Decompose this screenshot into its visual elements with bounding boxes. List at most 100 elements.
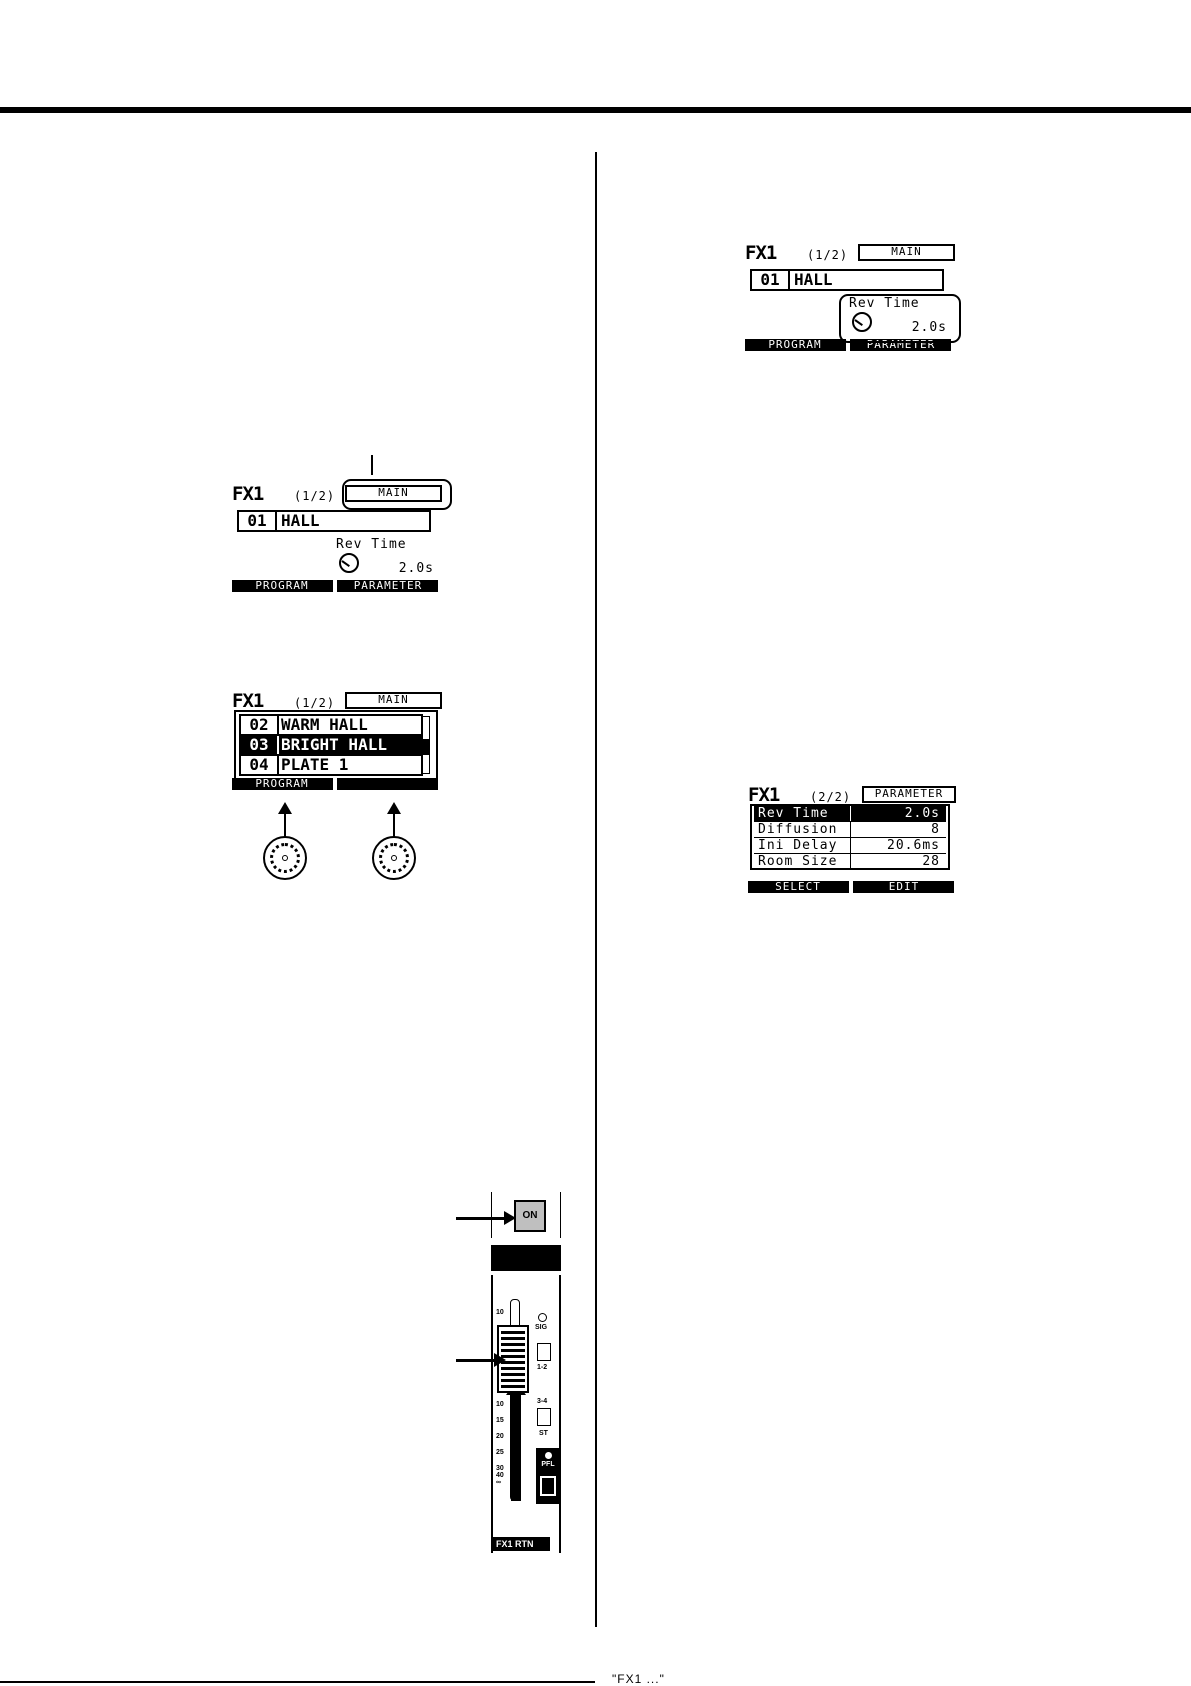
pfl-led-icon: [545, 1452, 552, 1459]
arrow-right-icon: [456, 1211, 516, 1225]
callout-line: [371, 455, 373, 475]
scale-mark: 15: [496, 1417, 504, 1424]
scale-mark: 30: [496, 1465, 504, 1472]
program-name: HALL: [794, 270, 833, 289]
header-rule: [0, 107, 1191, 113]
list-scrollbar: [422, 716, 430, 774]
param-value: 2.0s: [904, 806, 940, 821]
page-indicator: (1/2): [294, 489, 336, 503]
table-row: Diffusion 8: [754, 822, 946, 838]
fx-label: FX1: [745, 242, 777, 264]
param-key: Rev Time: [758, 806, 829, 821]
tab-main: MAIN: [345, 485, 442, 502]
tab-main: MAIN: [858, 244, 955, 261]
param-highlight-oval: [839, 294, 961, 343]
fx-label: FX1: [232, 690, 264, 712]
footer-rule: [0, 1681, 595, 1683]
scale-top-label: 10: [496, 1309, 504, 1316]
list-item-number: 04: [241, 756, 279, 774]
st-label: ST: [539, 1430, 548, 1437]
list-item-number: 02: [241, 716, 279, 734]
scale-mark: 20: [496, 1433, 504, 1440]
channel-panel: [491, 1275, 561, 1553]
footer-separator: [849, 881, 853, 893]
strip-edge: [560, 1192, 561, 1238]
column-divider: [595, 152, 597, 1627]
bus-1-2-button[interactable]: [537, 1343, 551, 1361]
fx-label: FX1: [748, 784, 780, 806]
program-number: 01: [239, 512, 277, 530]
channel-name-strip: [491, 1245, 561, 1271]
lcd-param-highlight: FX1 (1/2) MAIN 01 HALL Rev Time 2.0s PRO…: [745, 242, 955, 352]
list-item-selected: 03 BRIGHT HALL: [239, 734, 423, 756]
scale-mark: ∞: [496, 1479, 501, 1486]
pfl-section: PFL: [536, 1448, 560, 1504]
param-value: 2.0s: [911, 320, 947, 335]
footer-fragment: "FX1 ...": [612, 1672, 665, 1686]
program-field: 01 HALL: [237, 510, 431, 532]
footer-parameter-label: PARAMETER: [353, 579, 423, 592]
param-key: Ini Delay: [758, 838, 838, 853]
scale-mark: 40: [496, 1472, 504, 1479]
bus-1-2-label: 1-2: [537, 1364, 548, 1371]
tab-main: MAIN: [345, 692, 442, 709]
bus-3-4-label: 3-4: [537, 1398, 548, 1405]
footer-separator: [846, 339, 850, 351]
list-item: 02 WARM HALL: [239, 714, 423, 736]
program-number: 01: [752, 271, 790, 289]
strip-edge: [491, 1192, 492, 1238]
sig-led-icon: [538, 1313, 547, 1322]
page-indicator: (1/2): [294, 696, 336, 710]
arrow-right-icon: [456, 1353, 506, 1367]
lcd-footer: PROGRAM: [232, 778, 438, 790]
arrow-up-icon: [278, 802, 292, 838]
lcd-parameter-table: FX1 (2/2) PARAMETER Rev Time 2.0s Diffus…: [748, 784, 958, 896]
lcd-footer: PROGRAM PARAMETER: [232, 580, 438, 592]
encoder-knob-left[interactable]: [263, 836, 307, 880]
pfl-button[interactable]: [540, 1476, 556, 1496]
list-item-number: 03: [241, 736, 279, 754]
param-name: Rev Time: [849, 296, 920, 311]
fx-label: FX1: [232, 483, 264, 505]
footer-program-label: PROGRAM: [255, 579, 309, 592]
param-key: Diffusion: [758, 822, 838, 837]
pfl-label: PFL: [541, 1461, 555, 1468]
table-row: Ini Delay 20.6ms: [754, 838, 946, 854]
program-name: HALL: [281, 511, 320, 530]
page-indicator: (1/2): [807, 248, 849, 262]
sig-label: SIG: [535, 1324, 548, 1331]
list-item: 04 PLATE 1: [239, 754, 423, 776]
param-key: Room Size: [758, 854, 838, 869]
knob-icon: [852, 312, 872, 332]
page-indicator: (2/2): [810, 790, 852, 804]
scale-mark: 10: [496, 1401, 504, 1408]
lcd-program-list: FX1 (1/2) MAIN 02 WARM HALL 03 BRIGHT HA…: [232, 690, 442, 800]
lcd-main-screen: FX1 (1/2) MAIN 01 HALL Rev Time 2.0s PRO…: [232, 483, 442, 593]
footer-separator: [333, 778, 337, 790]
footer-program-label: PROGRAM: [255, 777, 309, 790]
footer-select-label: SELECT: [775, 880, 821, 893]
encoder-knob-right[interactable]: [372, 836, 416, 880]
tab-parameter: PARAMETER: [862, 786, 956, 803]
param-value: 20.6ms: [887, 838, 940, 853]
param-name: Rev Time: [336, 537, 407, 552]
table-row-selected: Rev Time 2.0s: [754, 806, 946, 822]
tab-highlight-oval: [342, 479, 452, 510]
arrow-up-icon: [387, 802, 401, 838]
table-row: Room Size 28: [754, 854, 946, 869]
footer-separator: [333, 580, 337, 592]
param-value: 28: [922, 854, 940, 869]
knob-icon: [339, 553, 359, 573]
arrow-up-icon: [506, 1381, 526, 1501]
scale-mark: 25: [496, 1449, 504, 1456]
lcd-footer: SELECT EDIT: [748, 881, 954, 893]
footer-program-label: PROGRAM: [768, 338, 822, 351]
list-item-name: WARM HALL: [281, 715, 368, 734]
footer-edit-label: EDIT: [888, 880, 920, 893]
program-list: 02 WARM HALL 03 BRIGHT HALL 04 PLATE 1: [234, 710, 438, 780]
on-button[interactable]: ON: [514, 1200, 546, 1232]
list-item-name: PLATE 1: [281, 755, 349, 774]
bus-3-4-button[interactable]: [537, 1408, 551, 1426]
list-item-name: BRIGHT HALL: [281, 735, 387, 754]
param-value: 2.0s: [398, 561, 434, 576]
